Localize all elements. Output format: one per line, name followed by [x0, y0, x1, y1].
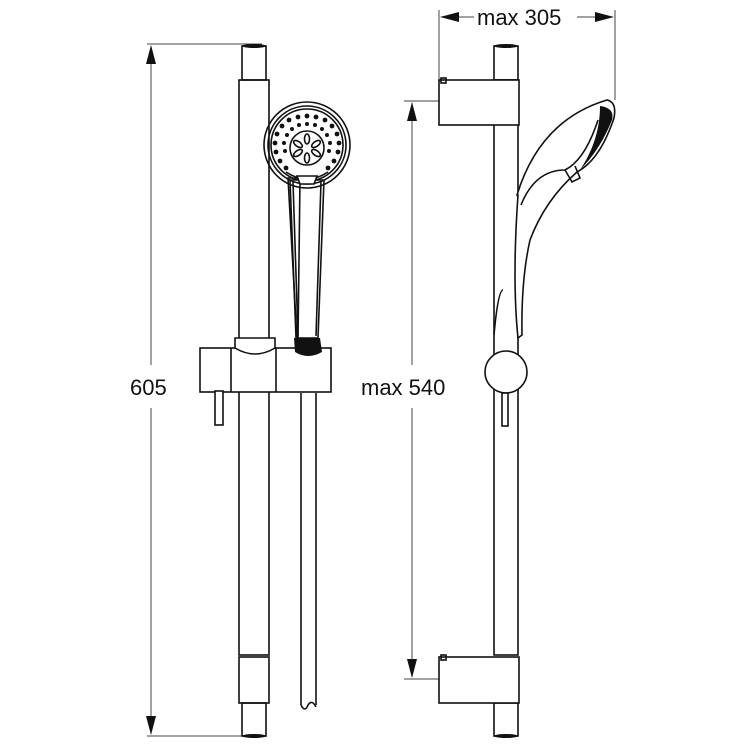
top-wall-bracket — [438, 77, 520, 126]
dimension-max-305: max 305 — [438, 5, 616, 100]
dimension-label-max-305: max 305 — [477, 5, 561, 30]
dimension-605: 605 — [130, 43, 262, 737]
side-view: max 305 max 540 — [361, 5, 616, 738]
dimension-label-605: 605 — [130, 375, 167, 400]
slider-holder-front — [199, 337, 332, 426]
hose-front — [300, 393, 317, 710]
hand-shower-side — [493, 99, 616, 340]
hand-shower-handle-front — [287, 177, 325, 341]
dimension-max-540: max 540 — [361, 100, 448, 680]
hand-shower-head-front — [263, 101, 351, 189]
front-view: 605 — [130, 43, 351, 738]
bottom-wall-bracket — [438, 654, 520, 704]
ball-holder-side — [484, 350, 528, 427]
dimension-label-max-540: max 540 — [361, 375, 445, 400]
